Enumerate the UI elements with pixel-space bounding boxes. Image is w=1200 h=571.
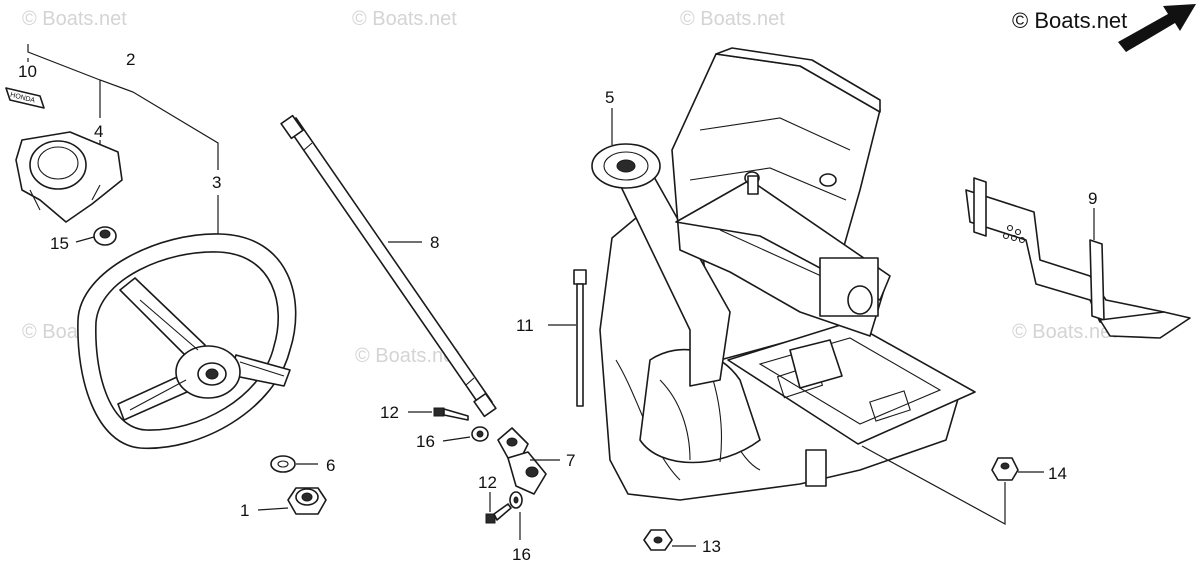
bolt-11 bbox=[573, 269, 587, 407]
bolt-12-upper bbox=[433, 407, 469, 421]
callout-2: 2 bbox=[126, 50, 135, 69]
leader-line bbox=[257, 507, 289, 511]
callout-15: 15 bbox=[50, 234, 69, 253]
nut-13 bbox=[643, 529, 673, 551]
nut-16-upper bbox=[471, 426, 489, 442]
callout-16: 16 bbox=[512, 545, 531, 564]
bracket-9 bbox=[965, 177, 1191, 339]
callout-8: 8 bbox=[430, 233, 439, 252]
callout-5: 5 bbox=[605, 88, 614, 107]
watermark: © Boats.net bbox=[352, 8, 457, 30]
nut-15 bbox=[93, 226, 117, 246]
bolt-12-lower bbox=[485, 503, 512, 524]
universal-joint-7 bbox=[497, 427, 547, 495]
callout-9: 9 bbox=[1088, 189, 1097, 208]
nut-14 bbox=[991, 457, 1019, 481]
leader-bracket bbox=[27, 44, 219, 170]
callout-10: 10 bbox=[18, 62, 37, 81]
callout-12: 12 bbox=[380, 403, 399, 422]
washer-6 bbox=[270, 455, 296, 473]
leader-line bbox=[861, 445, 1006, 526]
honda-emblem: HONDA bbox=[5, 87, 45, 109]
watermark: © Boats.net bbox=[355, 345, 460, 367]
callout-6: 6 bbox=[326, 456, 335, 475]
steering-shaft bbox=[280, 114, 497, 418]
callout-11: 11 bbox=[516, 316, 534, 335]
callout-1: 1 bbox=[240, 501, 249, 520]
watermark: © Boats.net bbox=[22, 8, 127, 30]
watermark: © Boats.net bbox=[680, 8, 785, 30]
leader-line bbox=[442, 436, 471, 442]
watermark: © Boats.net bbox=[1012, 321, 1117, 343]
steering-column-housing bbox=[591, 47, 976, 501]
steering-wheel bbox=[77, 233, 297, 449]
callout-16: 16 bbox=[416, 432, 435, 451]
forward-arrow-icon: FWD bbox=[1118, 4, 1196, 61]
steering-center-cover bbox=[15, 131, 123, 223]
copyright-text: © Boats.net bbox=[1012, 8, 1127, 33]
nut-1 bbox=[287, 487, 327, 515]
callout-12: 12 bbox=[478, 473, 497, 492]
callout-4: 4 bbox=[94, 122, 103, 141]
leader-line bbox=[75, 236, 95, 243]
callout-13: 13 bbox=[702, 537, 721, 556]
callout-3: 3 bbox=[212, 173, 221, 192]
callout-14: 14 bbox=[1048, 464, 1067, 483]
nut-16-lower bbox=[509, 491, 523, 509]
callout-7: 7 bbox=[566, 451, 575, 470]
